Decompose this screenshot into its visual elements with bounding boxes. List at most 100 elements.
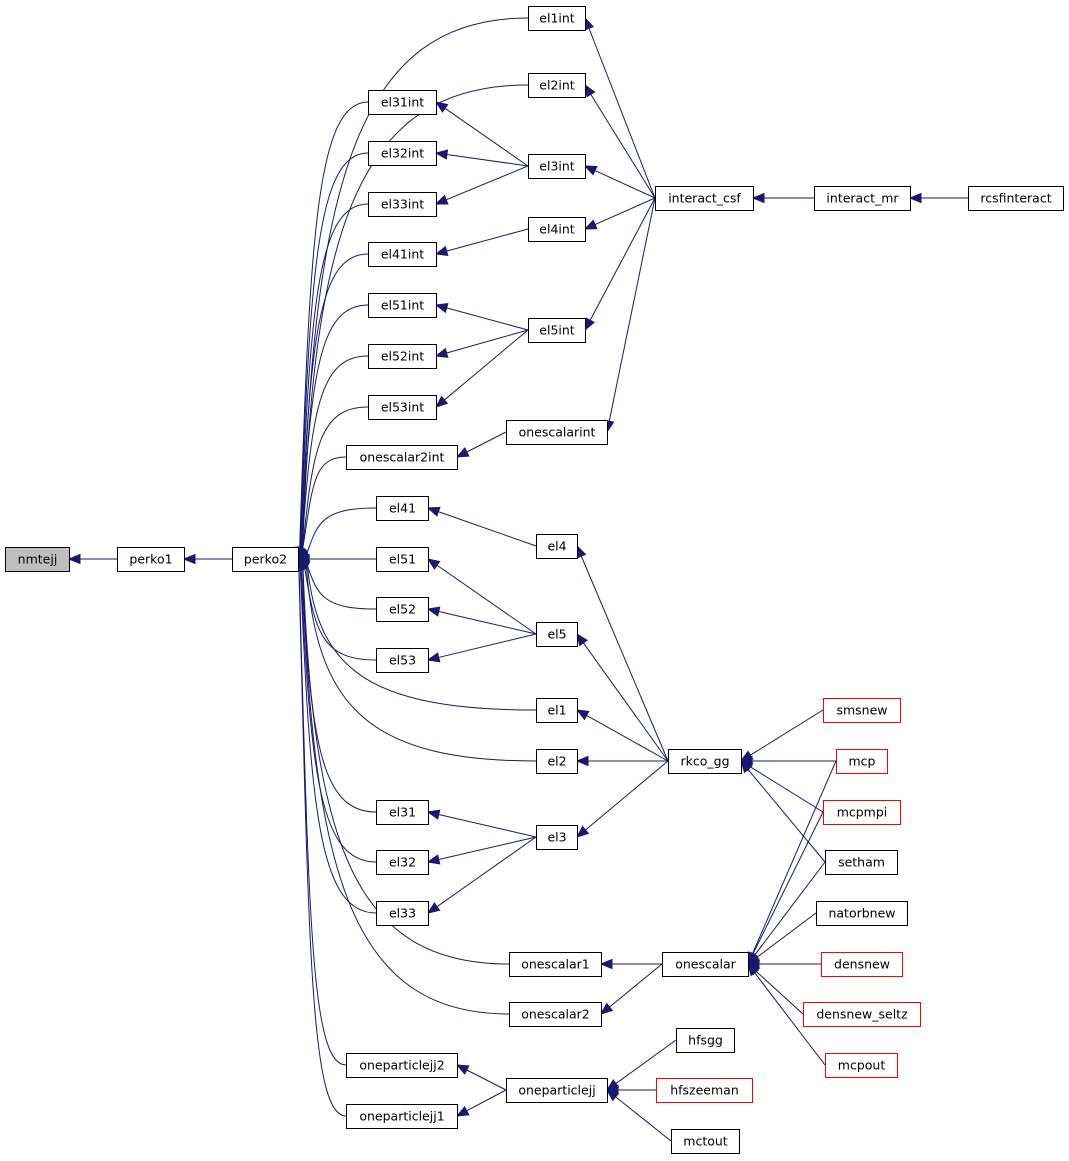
node-mctout[interactable]: mctout <box>671 1129 740 1154</box>
node-box[interactable] <box>528 318 586 343</box>
node-box[interactable] <box>368 395 437 420</box>
node-box[interactable] <box>506 1078 608 1103</box>
node-mcpout[interactable]: mcpout <box>825 1053 898 1078</box>
node-el1[interactable]: el1 <box>536 698 578 723</box>
node-el3int[interactable]: el3int <box>528 154 586 179</box>
node-box[interactable] <box>671 1129 740 1154</box>
node-rkco_gg[interactable]: rkco_gg <box>668 749 742 774</box>
node-box[interactable] <box>528 73 586 98</box>
node-box[interactable] <box>5 547 70 572</box>
node-box[interactable] <box>376 597 429 622</box>
node-box[interactable] <box>509 1002 602 1027</box>
node-onescalar2[interactable]: onescalar2 <box>509 1002 602 1027</box>
node-hfszeeman[interactable]: hfszeeman <box>656 1078 753 1103</box>
node-el5int[interactable]: el5int <box>528 318 586 343</box>
node-smsnew[interactable]: smsnew <box>823 698 901 723</box>
node-el32[interactable]: el32 <box>376 850 429 875</box>
node-el2int[interactable]: el2int <box>528 73 586 98</box>
node-el32int[interactable]: el32int <box>368 141 437 166</box>
node-el41int[interactable]: el41int <box>368 242 437 267</box>
node-onescalar[interactable]: onescalar <box>662 952 749 977</box>
node-box[interactable] <box>803 1002 921 1027</box>
node-oneparticlejj[interactable]: oneparticlejj <box>506 1078 608 1103</box>
node-oneparticlejj1[interactable]: oneparticlejj1 <box>346 1104 458 1129</box>
node-el3[interactable]: el3 <box>536 825 578 850</box>
node-box[interactable] <box>668 749 742 774</box>
node-box[interactable] <box>368 90 437 115</box>
node-nmtejj[interactable]: nmtejj <box>5 547 70 572</box>
node-box[interactable] <box>836 749 888 774</box>
node-box[interactable] <box>368 293 437 318</box>
node-box[interactable] <box>528 6 586 31</box>
node-box[interactable] <box>506 420 608 445</box>
node-el33int[interactable]: el33int <box>368 192 437 217</box>
node-box[interactable] <box>662 952 749 977</box>
node-box[interactable] <box>656 1078 753 1103</box>
node-el51int[interactable]: el51int <box>368 293 437 318</box>
node-box[interactable] <box>368 141 437 166</box>
node-box[interactable] <box>536 749 578 774</box>
node-box[interactable] <box>376 547 429 572</box>
node-interact_mr[interactable]: interact_mr <box>814 186 911 211</box>
node-mcpmpi[interactable]: mcpmpi <box>823 800 901 825</box>
node-el31int[interactable]: el31int <box>368 90 437 115</box>
node-interact_csf[interactable]: interact_csf <box>655 186 754 211</box>
node-box[interactable] <box>536 622 578 647</box>
node-el51[interactable]: el51 <box>376 547 429 572</box>
node-box[interactable] <box>814 186 911 211</box>
node-rcsfinteract[interactable]: rcsfinteract <box>968 186 1064 211</box>
node-box[interactable] <box>676 1028 735 1053</box>
node-oneparticlejj2[interactable]: oneparticlejj2 <box>346 1053 458 1078</box>
node-box[interactable] <box>823 800 901 825</box>
node-box[interactable] <box>655 186 754 211</box>
node-box[interactable] <box>536 825 578 850</box>
node-box[interactable] <box>346 1053 458 1078</box>
node-onescalar1[interactable]: onescalar1 <box>509 952 602 977</box>
node-natorbnew[interactable]: natorbnew <box>816 901 908 926</box>
node-el31[interactable]: el31 <box>376 800 429 825</box>
node-box[interactable] <box>376 901 429 926</box>
node-el1int[interactable]: el1int <box>528 6 586 31</box>
node-onescalar2int[interactable]: onescalar2int <box>346 445 458 470</box>
node-el53[interactable]: el53 <box>376 648 429 673</box>
node-el4[interactable]: el4 <box>536 534 578 559</box>
node-box[interactable] <box>376 648 429 673</box>
node-el53int[interactable]: el53int <box>368 395 437 420</box>
node-el41[interactable]: el41 <box>376 496 429 521</box>
node-el52int[interactable]: el52int <box>368 344 437 369</box>
node-el33[interactable]: el33 <box>376 901 429 926</box>
node-box[interactable] <box>536 534 578 559</box>
node-box[interactable] <box>117 547 185 572</box>
node-box[interactable] <box>376 496 429 521</box>
node-box[interactable] <box>368 344 437 369</box>
node-box[interactable] <box>825 1053 898 1078</box>
node-el2[interactable]: el2 <box>536 749 578 774</box>
node-box[interactable] <box>346 1104 458 1129</box>
node-box[interactable] <box>346 445 458 470</box>
node-box[interactable] <box>536 698 578 723</box>
node-box[interactable] <box>368 192 437 217</box>
node-box[interactable] <box>968 186 1064 211</box>
node-densnew[interactable]: densnew <box>821 952 903 977</box>
node-mcp[interactable]: mcp <box>836 749 888 774</box>
node-box[interactable] <box>528 154 586 179</box>
node-el5[interactable]: el5 <box>536 622 578 647</box>
node-box[interactable] <box>528 217 586 242</box>
node-box[interactable] <box>232 547 299 572</box>
node-box[interactable] <box>509 952 602 977</box>
node-el52[interactable]: el52 <box>376 597 429 622</box>
node-box[interactable] <box>825 850 898 875</box>
node-perko1[interactable]: perko1 <box>117 547 185 572</box>
node-box[interactable] <box>368 242 437 267</box>
node-box[interactable] <box>376 850 429 875</box>
node-box[interactable] <box>376 800 429 825</box>
node-box[interactable] <box>823 698 901 723</box>
node-onescalarint[interactable]: onescalarint <box>506 420 608 445</box>
node-setham[interactable]: setham <box>825 850 898 875</box>
node-box[interactable] <box>816 901 908 926</box>
node-el4int[interactable]: el4int <box>528 217 586 242</box>
node-box[interactable] <box>821 952 903 977</box>
node-perko2[interactable]: perko2 <box>232 547 299 572</box>
node-densnew_seltz[interactable]: densnew_seltz <box>803 1002 921 1027</box>
node-hfsgg[interactable]: hfsgg <box>676 1028 735 1053</box>
